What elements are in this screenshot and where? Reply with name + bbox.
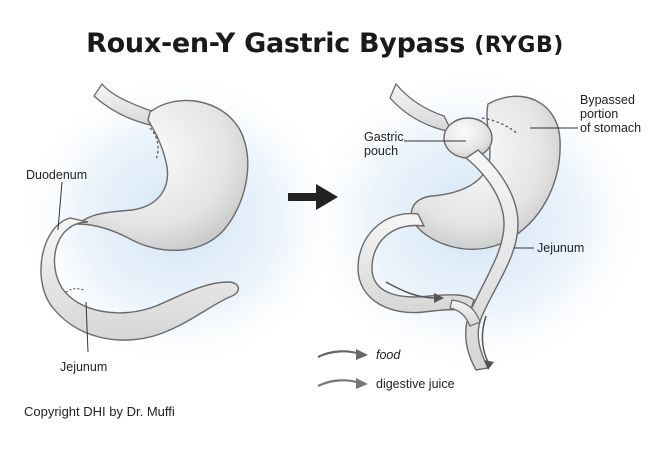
legend-digestive-juice-label: digestive juice (376, 377, 455, 391)
legend (317, 349, 368, 389)
label-bypassed-stomach: Bypassed portion of stomach (580, 93, 641, 135)
food-flow-arrowhead (484, 360, 494, 370)
rygb-anatomy (357, 82, 578, 371)
digestive-juice-flow-arrowhead (434, 293, 444, 303)
gastric-pouch (443, 117, 493, 159)
label-bypassed-line2: portion (580, 107, 619, 121)
legend-food-arrow (317, 350, 361, 358)
copyright-notice: Copyright DHI by Dr. Muffi (24, 404, 175, 419)
diagram-title: Roux-en-Y Gastric Bypass (RYGB) (0, 28, 650, 59)
legend-digestive-juice-arrow (317, 379, 361, 387)
title-abbreviation: (RYGB) (474, 33, 564, 58)
label-gastric-pouch-line1: Gastric (364, 130, 404, 144)
food-flow-arrow (481, 315, 489, 363)
label-jejunum-left: Jejunum (60, 360, 108, 374)
duodenum-leader-line (57, 181, 63, 231)
label-duodenum: Duodenum (26, 168, 88, 182)
staple-line-left (149, 127, 159, 161)
intestine-left (40, 217, 239, 341)
label-bypassed-line1: Bypassed (580, 93, 635, 107)
digestive-juice-flow-arrow (385, 281, 437, 299)
label-bypassed-line3: of stomach (580, 121, 642, 135)
title-main: Roux-en-Y Gastric Bypass (86, 28, 466, 59)
intestine-dashed-line-left (65, 288, 85, 293)
transition-arrow (288, 184, 338, 210)
legend-digestive-juice-arrowhead (356, 378, 368, 389)
normal-anatomy (40, 82, 249, 353)
label-gastric-pouch-line2: pouch (364, 144, 399, 158)
label-gastric-pouch: Gastric pouch (364, 130, 404, 158)
common-channel (449, 299, 481, 327)
legend-food-arrowhead (356, 349, 368, 360)
label-jejunum-right: Jejunum (537, 241, 585, 255)
roux-limb (464, 149, 519, 371)
stomach-left (76, 99, 249, 252)
legend-food-label: food (376, 348, 401, 362)
staple-line-right (481, 117, 519, 135)
jejunum-left-leader-line (85, 301, 89, 353)
